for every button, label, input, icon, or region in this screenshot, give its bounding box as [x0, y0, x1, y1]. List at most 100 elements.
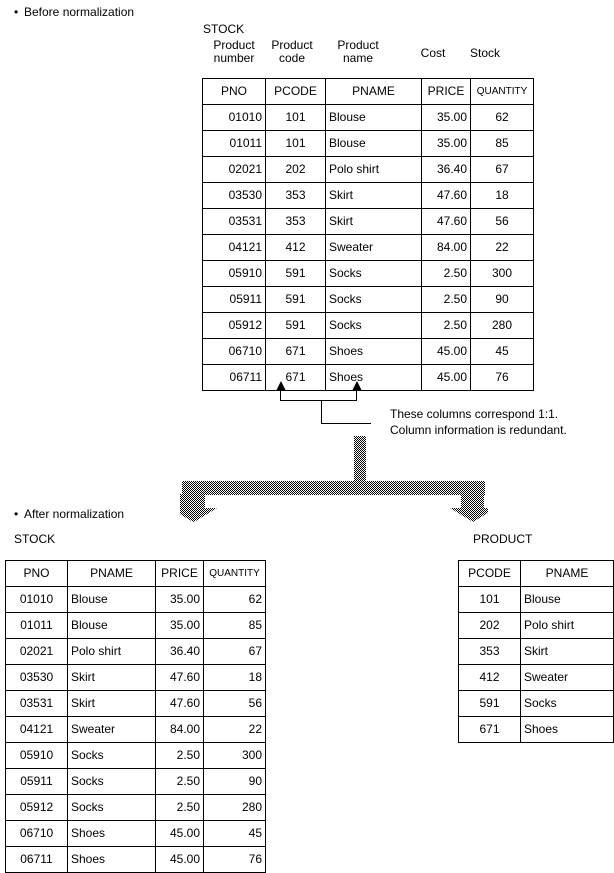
table-cell: 45.00: [421, 364, 471, 391]
after-stock-head: PNO PNAME PRICE QUANTITY: [5, 560, 266, 587]
table-cell: 04121: [202, 234, 266, 261]
table-cell: 36.40: [155, 638, 204, 665]
table-cell: Sweater: [520, 664, 614, 691]
bracket-drop: [321, 400, 322, 424]
table-cell: Polo shirt: [520, 612, 614, 639]
table-cell: 05911: [5, 768, 68, 795]
table-cell: 47.60: [421, 208, 471, 235]
table-cell: 47.60: [155, 664, 204, 691]
table-cell: Skirt: [325, 208, 422, 235]
table-cell: 280: [203, 794, 266, 821]
table-cell: Skirt: [520, 638, 614, 665]
table-cell: 56: [470, 208, 534, 235]
table-cell: 2.50: [155, 794, 204, 821]
table-cell: Blouse: [520, 586, 614, 613]
table-cell: 06710: [5, 820, 68, 847]
table-cell: 03531: [202, 208, 266, 235]
table-cell: 84.00: [421, 234, 471, 261]
table-cell: Blouse: [67, 612, 156, 639]
table-cell: 02021: [202, 156, 266, 183]
table-cell: 05910: [202, 260, 266, 287]
product-th-pname: PNAME: [520, 560, 614, 587]
stock-th-pno: PNO: [5, 560, 68, 587]
table-cell: 18: [203, 664, 266, 691]
table-cell: 45.00: [155, 846, 204, 873]
table-cell: 591: [458, 690, 521, 717]
table-cell: Shoes: [325, 338, 422, 365]
table-cell: 2.50: [421, 312, 471, 339]
table-cell: Shoes: [67, 820, 156, 847]
table-cell: 35.00: [421, 104, 471, 131]
table-cell: 412: [265, 234, 326, 261]
table-cell: 45.00: [155, 820, 204, 847]
before-coltitle-pname-line1: Product: [337, 38, 379, 52]
before-th-pname: PNAME: [325, 78, 422, 105]
table-cell: 02021: [5, 638, 68, 665]
up-arrow-icon-pname: [352, 381, 362, 391]
before-th-quantity: QUANTITY: [470, 78, 534, 105]
annotation-line-1: These columns correspond 1:1.: [390, 407, 559, 421]
table-cell: 06710: [202, 338, 266, 365]
table-cell: 06711: [202, 364, 266, 391]
table-cell: 35.00: [155, 612, 204, 639]
after-product-header-row: PCODE PNAME: [458, 560, 614, 587]
before-header-row: PNO PCODE PNAME PRICE QUANTITY: [202, 78, 534, 105]
before-coltitle-pname-line2: name: [342, 51, 374, 65]
table-cell: 101: [265, 130, 326, 157]
table-cell: Sweater: [67, 716, 156, 743]
after-product-caption: PRODUCT: [473, 532, 533, 546]
table-cell: 05912: [202, 312, 266, 339]
table-cell: Polo shirt: [325, 156, 422, 183]
table-cell: Socks: [67, 768, 156, 795]
table-cell: 22: [470, 234, 534, 261]
before-th-price: PRICE: [421, 78, 471, 105]
table-cell: 84.00: [155, 716, 204, 743]
stock-th-pname: PNAME: [67, 560, 156, 587]
product-th-pcode: PCODE: [458, 560, 521, 587]
before-coltitle-price: Cost: [420, 46, 446, 60]
table-cell: 01011: [5, 612, 68, 639]
table-cell: 06711: [5, 846, 68, 873]
table-cell: 62: [470, 104, 534, 131]
table-cell: 03531: [5, 690, 68, 717]
table-cell: Socks: [325, 286, 422, 313]
after-stock-header-row: PNO PNAME PRICE QUANTITY: [5, 560, 266, 587]
bracket-crossbar: [280, 400, 357, 401]
table-cell: 353: [265, 208, 326, 235]
table-cell: 300: [470, 260, 534, 287]
table-cell: Skirt: [67, 664, 156, 691]
table-cell: 05910: [5, 742, 68, 769]
table-cell: 85: [203, 612, 266, 639]
bullet-dot-icon: •: [14, 5, 19, 19]
table-cell: 591: [265, 260, 326, 287]
table-cell: 05912: [5, 794, 68, 821]
table-cell: Shoes: [520, 716, 614, 743]
before-th-pno: PNO: [202, 78, 266, 105]
table-cell: Skirt: [67, 690, 156, 717]
table-cell: 67: [203, 638, 266, 665]
